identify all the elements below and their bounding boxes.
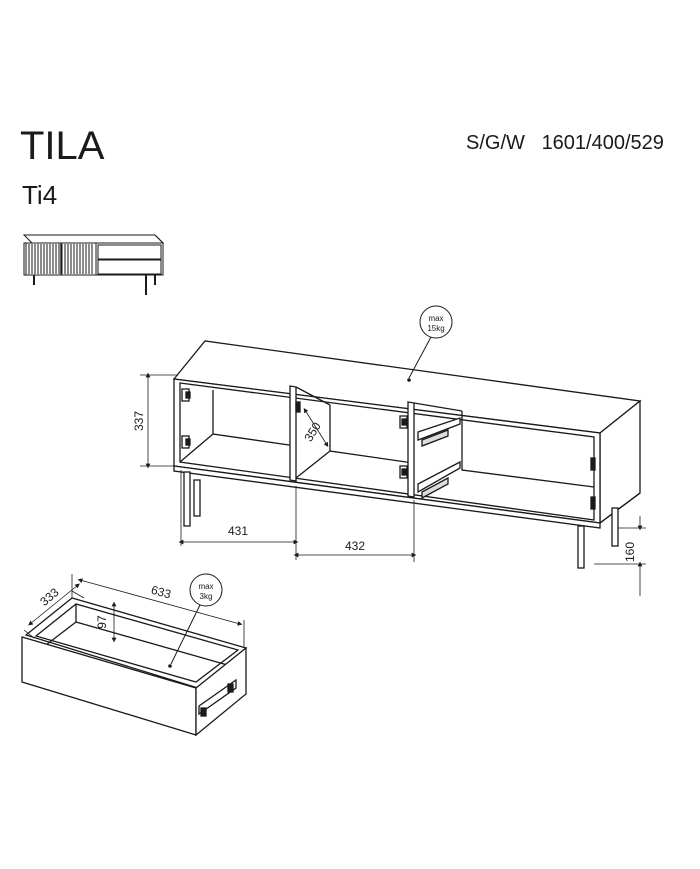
thumbnail-slats [25, 242, 97, 276]
dim-leg-height: 160 [623, 542, 637, 562]
drawer-max-load-value: 3kg [200, 592, 213, 601]
cabinet-dimensions [140, 372, 646, 596]
product-code: Ti4 [22, 180, 58, 210]
dimension-label: S/G/W [466, 132, 525, 154]
max-load-label: max [428, 314, 443, 323]
dim-height-inner: 337 [132, 411, 146, 431]
product-name: TILA [20, 124, 105, 168]
dim-width-left: 431 [228, 524, 248, 538]
drawer-runner-icon [417, 417, 461, 500]
drawer-max-load-label: max [198, 582, 213, 591]
max-load-value: 15kg [427, 324, 444, 333]
drawer-drawing [21, 597, 248, 737]
thumbnail-cabinet [22, 234, 165, 295]
max-load-callout: max 15kg [407, 305, 453, 382]
drawer-dim-depth: 333 [37, 585, 62, 609]
drawer-dim-height: 97 [95, 615, 109, 629]
drawer-dimensions [23, 574, 245, 648]
dimension-value: 1601/400/529 [541, 132, 664, 154]
drawer-dim-width: 633 [150, 583, 173, 602]
dim-width-middle: 432 [345, 539, 365, 553]
hinge-icon [181, 388, 408, 479]
dimensions-header: S/G/W 1601/400/529 [466, 133, 664, 153]
cabinet-drawing [172, 340, 642, 569]
